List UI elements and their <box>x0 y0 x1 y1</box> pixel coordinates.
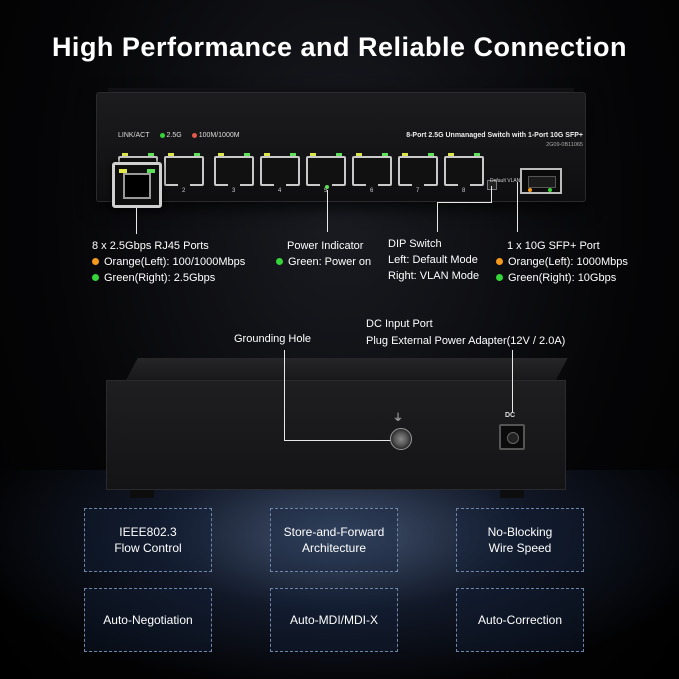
grounding-screw <box>390 428 412 450</box>
green-dot-icon <box>159 132 165 138</box>
sfp-green-led <box>548 188 552 192</box>
green-dot-icon <box>276 257 283 265</box>
orange-led-icon <box>402 153 408 156</box>
dip-switch-label: Default VLAN <box>490 178 521 184</box>
port-number: 2 <box>182 188 186 194</box>
green-dot-icon <box>496 273 503 281</box>
orange-dot-icon <box>92 257 99 265</box>
dc-input-desc: Plug External Power Adapter(12V / 2.0A) <box>366 335 566 347</box>
green-led-icon <box>382 153 388 156</box>
dc-callout-line <box>512 350 513 412</box>
dip-spec-title: DIP Switch <box>388 238 442 250</box>
switch-foot <box>500 490 524 498</box>
green-led-icon <box>428 153 434 156</box>
floor-glow <box>0 470 679 679</box>
power-spec-line1: Green: Power on <box>288 256 372 268</box>
feature-flow-control: IEEE802.3 Flow Control <box>84 508 212 572</box>
legend-25g: 2.5G <box>159 132 182 139</box>
sfp-spec-title: 1 x 10G SFP+ Port <box>507 240 600 252</box>
dip-callout-vline2 <box>491 186 492 203</box>
sfp-spec: 1 x 10G SFP+ Port Orange(Left): 1000Mbps… <box>496 238 628 286</box>
dip-callout-hline <box>437 202 492 203</box>
green-led-icon <box>148 153 154 156</box>
power-spec: Power Indicator Green: Power on <box>276 238 371 270</box>
power-callout-line <box>327 190 328 232</box>
green-led-icon <box>244 153 250 156</box>
orange-led-icon <box>264 153 270 156</box>
rj45-port <box>164 153 204 187</box>
switch-back-panel <box>106 380 566 490</box>
rj45-port <box>214 153 254 187</box>
feature-auto-negotiation: Auto-Negotiation <box>84 588 212 652</box>
sfp-spec-line1: Orange(Left): 1000Mbps <box>508 256 628 268</box>
dip-spec-line1: Left: Default Mode <box>388 254 478 266</box>
dc-label: DC <box>505 412 516 419</box>
page-title: High Performance and Reliable Connection <box>51 32 628 62</box>
power-led <box>325 185 329 189</box>
green-dot-icon <box>92 273 99 281</box>
green-led-icon <box>194 153 200 156</box>
green-led-icon <box>290 153 296 156</box>
switch-model: 8-Port 2.5G Unmanaged Switch with 1-Port… <box>406 132 583 139</box>
orange-led-icon <box>119 169 127 173</box>
sfp-orange-led <box>528 188 532 192</box>
feature-auto-mdi: Auto-MDI/MDI-X <box>270 588 398 652</box>
orange-led-icon <box>122 153 128 156</box>
switch-top-edge <box>108 88 574 94</box>
legend-linkact: LINK/ACT <box>118 132 150 139</box>
rj45-jack-icon <box>123 173 151 199</box>
sfp-port <box>520 168 562 194</box>
dip-callout-line <box>437 202 438 232</box>
port-number: 8 <box>462 188 466 194</box>
port-number: 4 <box>278 188 282 194</box>
orange-led-icon <box>218 153 224 156</box>
switch-back-top <box>126 358 568 380</box>
port-number: 5 <box>324 188 328 194</box>
dip-spec-line2: Right: VLAN Mode <box>388 270 480 282</box>
dip-spec: DIP Switch Left: Default Mode Right: VLA… <box>388 236 479 284</box>
legend-100m: 100M/1000M <box>191 132 240 139</box>
rj45-spec-line1: Orange(Left): 100/1000Mbps <box>104 256 246 268</box>
dc-jack <box>499 424 525 450</box>
ground-callout-line <box>284 350 285 440</box>
green-led-icon <box>474 153 480 156</box>
green-led-icon <box>147 169 155 173</box>
rj45-port <box>352 153 392 187</box>
grounding-hole-label: Grounding Hole <box>234 333 312 345</box>
rj45-spec-title: 8 x 2.5Gbps RJ45 Ports <box>92 240 209 252</box>
switch-serial: 2G09-0B11065 <box>546 142 583 148</box>
dc-input-title: DC Input Port <box>366 318 433 330</box>
rj45-callout-line <box>136 208 137 234</box>
port-number: 7 <box>416 188 420 194</box>
green-led-icon <box>336 153 342 156</box>
orange-led-icon <box>356 153 362 156</box>
rj45-port <box>260 153 300 187</box>
rj45-port <box>444 153 484 187</box>
sfp-callout-line <box>517 182 518 232</box>
feature-auto-correction: Auto-Correction <box>456 588 584 652</box>
dip-switch <box>487 180 497 190</box>
led-legend: LINK/ACT 2.5G 100M/1000M <box>118 132 240 139</box>
power-spec-title: Power Indicator <box>287 240 364 252</box>
orange-led-icon <box>168 153 174 156</box>
feature-no-blocking: No-Blocking Wire Speed <box>456 508 584 572</box>
ground-symbol-icon: ⏚ <box>393 413 403 424</box>
port-number: 3 <box>232 188 236 194</box>
port-number: 6 <box>370 188 374 194</box>
rj45-port <box>398 153 438 187</box>
orange-led-icon <box>310 153 316 156</box>
ground-callout-hline <box>284 440 392 441</box>
feature-store-forward: Store-and-Forward Architecture <box>270 508 398 572</box>
rj45-spec-line2: Green(Right): 2.5Gbps <box>104 272 216 284</box>
sfp-spec-line2: Green(Right): 10Gbps <box>508 272 617 284</box>
red-dot-icon <box>191 132 197 138</box>
orange-dot-icon <box>496 257 503 265</box>
orange-led-icon <box>448 153 454 156</box>
rj45-spec: 8 x 2.5Gbps RJ45 Ports Orange(Left): 100… <box>92 238 245 286</box>
rj45-port-zoom <box>112 162 162 208</box>
switch-foot <box>130 490 154 498</box>
rj45-port <box>306 153 346 187</box>
